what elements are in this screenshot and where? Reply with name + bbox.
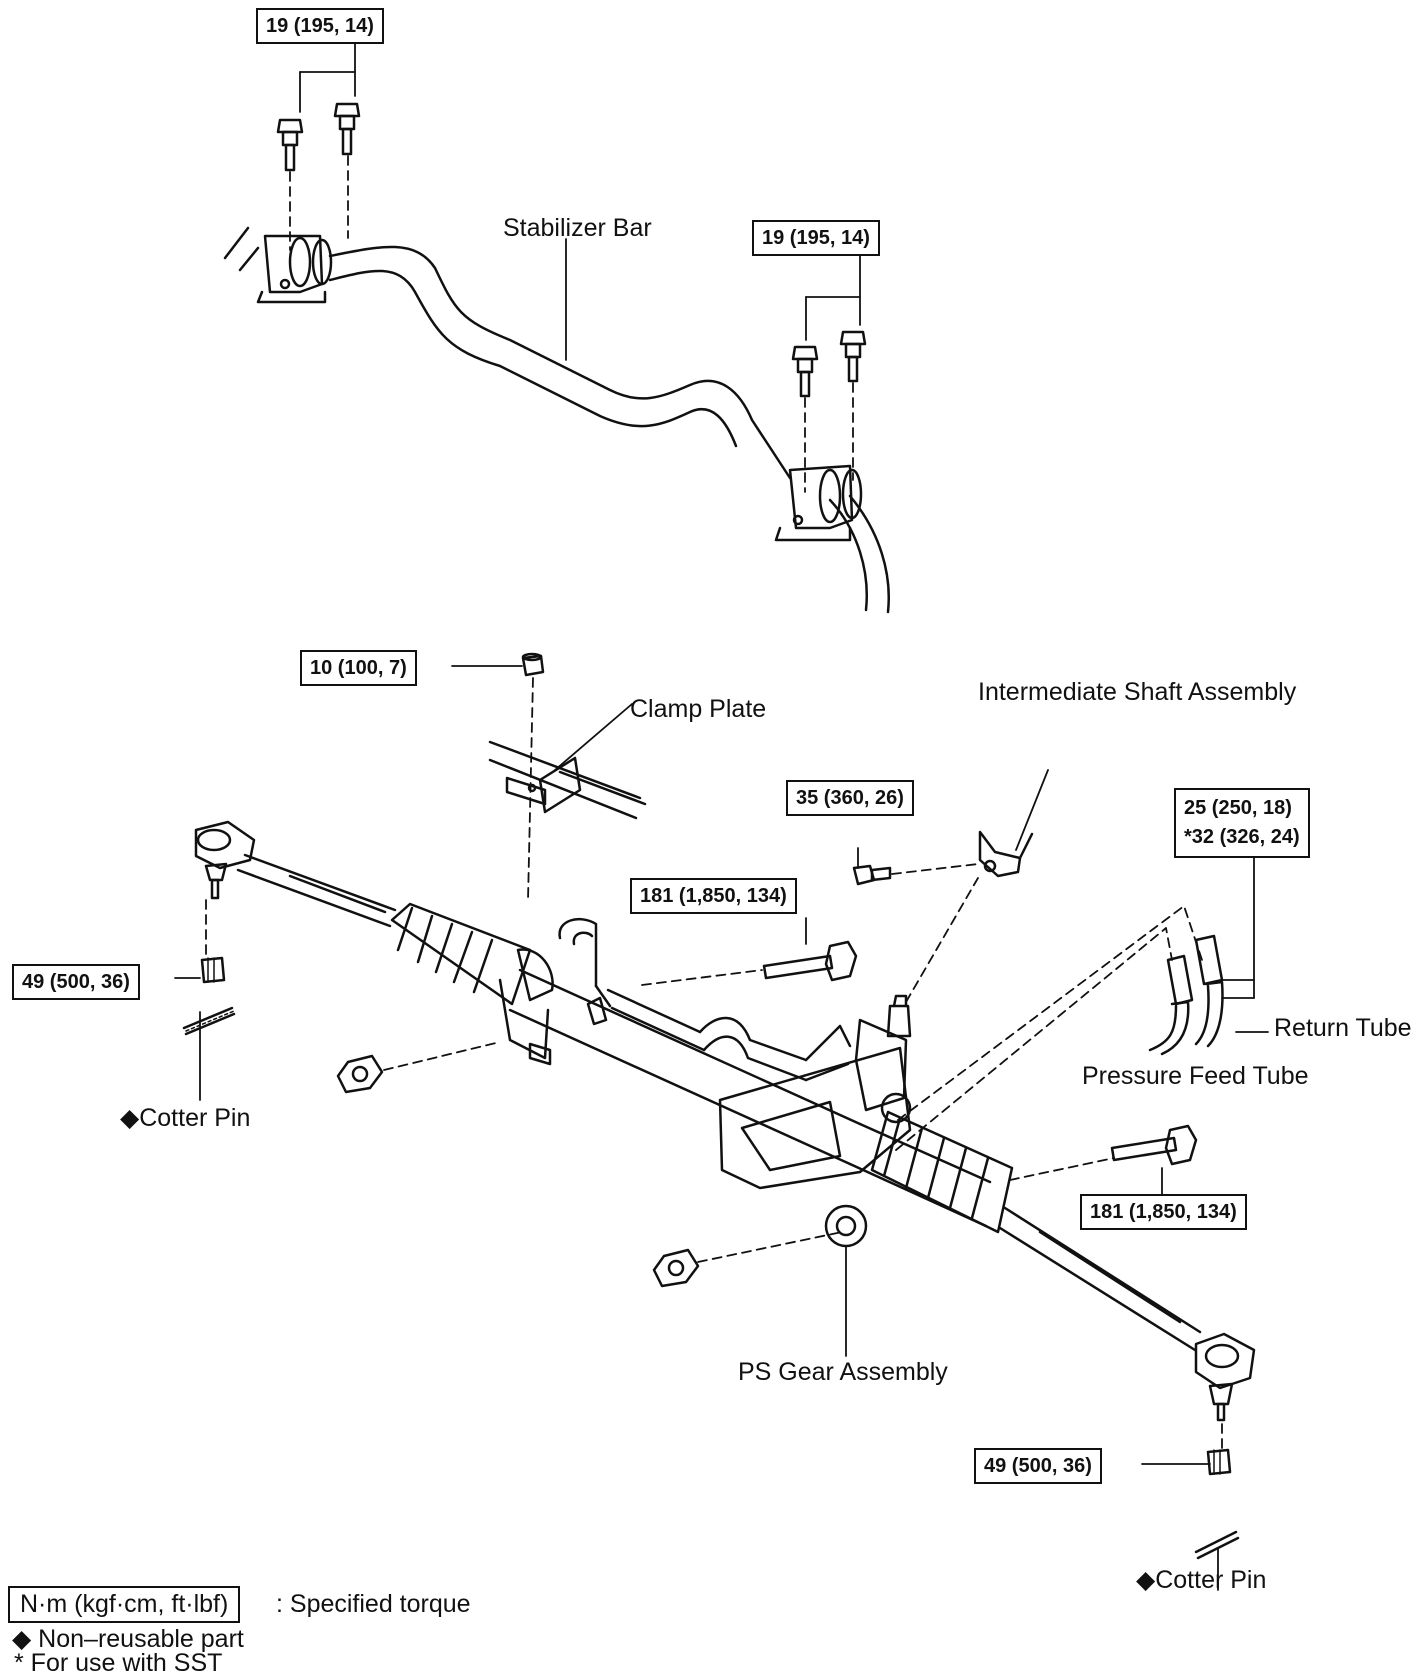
bolt-icon [791,345,819,398]
hydraulic-lines [558,918,852,1082]
torque-tie-nut-right: 49 (500, 36) [974,1448,1102,1484]
label-clamp-plate: Clamp Plate [630,695,767,723]
castle-nut-icon [200,956,226,984]
torque-tube-union: 25 (250, 18) *32 (326, 24) [1174,788,1310,858]
gear-bolt-icon [1110,1124,1198,1166]
label-cotter-pin-right: ◆Cotter Pin [1136,1566,1267,1594]
bolt-icon [333,102,361,156]
tie-rod-left [236,853,397,928]
cotter-pin-icon [1194,1530,1240,1560]
torque-shaft-bolt: 35 (360, 26) [786,780,914,816]
clamp-nut-icon [521,652,545,677]
cotter-pin-icon [182,1006,236,1036]
gear-valve-housing [718,994,912,1248]
castle-nut-icon [1206,1448,1232,1476]
tie-rod-end-left [194,820,256,900]
torque-tie-nut-left: 49 (500, 36) [12,964,140,1000]
tie-rod-right [998,1206,1202,1352]
torque-tube-union-1: 25 (250, 18) [1184,797,1292,819]
label-ps-gear: PS Gear Assembly [738,1358,948,1386]
bracket-nut-icon [652,1248,700,1288]
legend-non-reusable: ◆ Non–reusable part [12,1625,244,1653]
bolt-icon [276,118,304,172]
intermediate-shaft-yoke [978,769,1049,878]
label-intermediate-shaft: Intermediate Shaft Assembly [978,678,1297,706]
bolt-icon [839,330,867,383]
label-return-tube: Return Tube [1274,1014,1412,1042]
left-boot [390,902,532,1006]
pressure-feed-tube [1148,954,1194,1056]
torque-gear-bolt-upper: 181 (1,850, 134) [630,878,797,914]
stabilizer-bracket-left [256,234,333,304]
torque-clamp-nut: 10 (100, 7) [300,650,417,686]
legend-unit-box: N·m (kgf·cm, ft·lbf) [8,1586,241,1623]
bracket-nut-icon [336,1054,384,1094]
torque-gear-bolt-lower: 181 (1,850, 134) [1080,1194,1247,1230]
clamp-plate [488,740,647,820]
torque-stab-left: 19 (195, 14) [256,8,384,44]
legend-sst: * For use with SST [14,1649,223,1677]
rack-bushing [498,948,554,1066]
label-cotter-pin-left: ◆Cotter Pin [120,1104,251,1132]
right-boot [870,1110,1014,1234]
label-pressure-feed-tube: Pressure Feed Tube [1082,1062,1309,1090]
legend-unit-desc: : Specified torque [276,1590,471,1618]
shaft-bolt-icon [852,864,892,886]
tie-rod-end-right [1194,1332,1256,1422]
torque-stab-right: 19 (195, 14) [752,220,880,256]
torque-tube-union-2: *32 (326, 24) [1184,826,1300,848]
stabilizer-bar [223,226,890,614]
stabilizer-bracket-right [774,464,863,542]
gear-bolt-icon [762,940,858,982]
label-stabilizer-bar: Stabilizer Bar [503,214,652,242]
rack-housing [508,968,992,1228]
